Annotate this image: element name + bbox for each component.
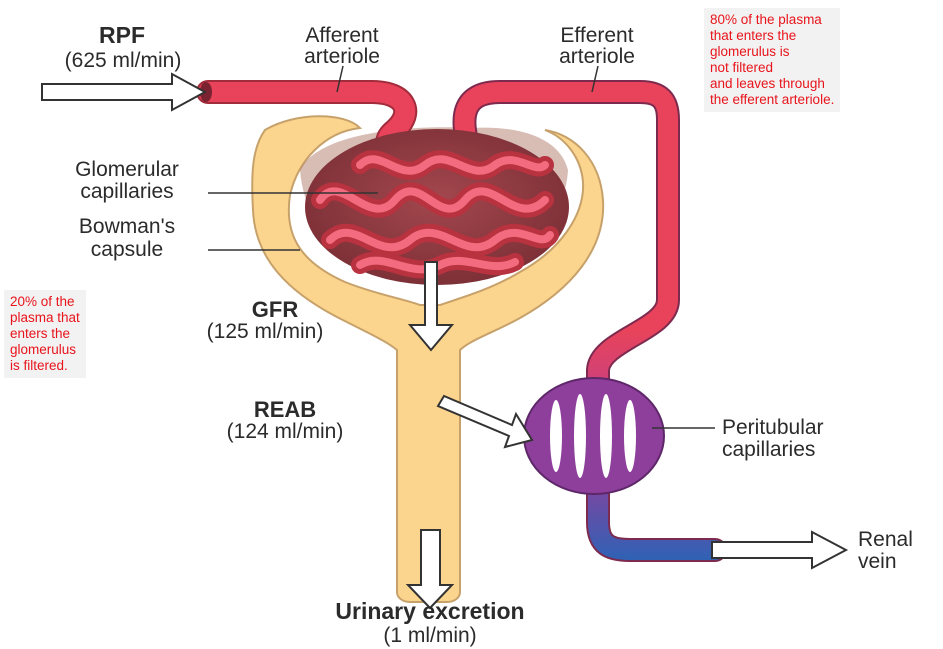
not-filtered-note-line: and leaves through [710,76,834,92]
not-filtered-note-line: the efferent arteriole. [710,92,834,108]
filtered-note-line: 20% of the [10,294,80,310]
filtered-note-line: enters the [10,326,80,342]
peritubular-label-line1: Peritubular [722,416,902,439]
renal-vein-outflow-arrow [712,532,846,568]
not-filtered-note-line: glomerulus is [710,44,834,60]
filtered-note: 20% of the plasma that enters the glomer… [4,290,86,378]
rpf-title: RPF [92,24,152,47]
rpf-inflow-arrow [42,74,205,110]
glomerular-label-line2: capillaries [52,180,202,203]
gfr-value: (125 ml/min) [165,320,365,343]
efferent-label-line2: arteriole [532,45,662,68]
efferent-label-line1: Efferent [532,24,662,47]
peritubular-capillaries-network [524,378,664,494]
filtered-note-line: glomerulus [10,342,80,358]
gfr-title: GFR [240,298,310,321]
filtered-note-line: is filtered. [10,358,80,374]
urinary-excretion-value: (1 ml/min) [330,624,530,647]
reab-title: REAB [230,398,340,421]
not-filtered-note-line: that enters the [710,28,834,44]
not-filtered-note: 80% of the plasma that enters the glomer… [704,8,840,112]
filtered-note-line: plasma that [10,310,80,326]
renal-vein-label-line1: Renal [858,528,943,551]
afferent-label-line1: Afferent [282,24,402,47]
glomerular-label-line1: Glomerular [52,158,202,181]
urinary-excretion-title: Urinary excretion [285,600,575,623]
renal-vein-label-line2: vein [858,550,943,573]
bowman-label-line2: capsule [52,238,202,261]
not-filtered-note-line: 80% of the plasma [710,12,834,28]
afferent-label-line2: arteriole [282,45,402,68]
not-filtered-note-line: not filtered [710,60,834,76]
rpf-value: (625 ml/min) [18,49,228,72]
peritubular-label-line2: capillaries [722,438,902,461]
reab-value: (124 ml/min) [185,420,385,443]
bowman-label-line1: Bowman's [52,215,202,238]
